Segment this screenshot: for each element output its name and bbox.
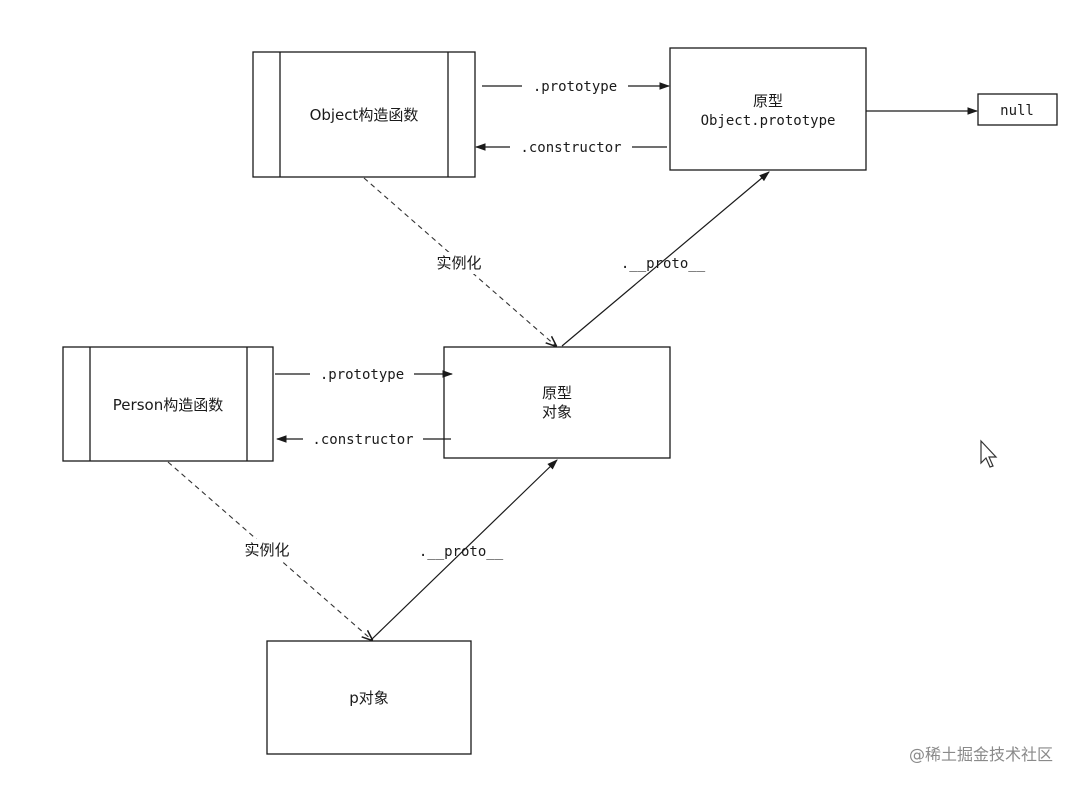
p-proto-chain-label: .__proto__ xyxy=(419,544,504,560)
person-constructor-label: Person构造函数 xyxy=(113,396,223,414)
object-constructor-node: Object构造函数 xyxy=(252,51,476,178)
object-prototype-node: 原型 Object.prototype xyxy=(669,47,867,171)
object-prototype-subtitle: Object.prototype xyxy=(701,113,836,129)
p-proto-chain-arrow xyxy=(370,459,558,641)
object-prototype-title: 原型 xyxy=(753,92,783,110)
person-instantiate-label: 实例化 xyxy=(244,541,289,559)
p-object-node: p对象 xyxy=(266,640,472,755)
object-prototype-edge-label: .prototype xyxy=(533,79,617,95)
mouse-cursor-icon xyxy=(980,439,998,468)
object-instantiate-label: 实例化 xyxy=(436,254,481,272)
p-object-label: p对象 xyxy=(349,689,389,707)
person-prototype-node: 原型 对象 xyxy=(443,346,671,459)
null-node: null xyxy=(977,93,1058,126)
person-prototype-edge-label: .prototype xyxy=(320,367,404,383)
person-constructor-edge-label: .constructor xyxy=(312,432,413,448)
null-label: null xyxy=(1000,103,1034,119)
person-prototype-title: 原型 xyxy=(542,384,572,402)
object-constructor-edge-label: .constructor xyxy=(520,140,621,156)
person-proto-chain-label: .__proto__ xyxy=(621,256,706,272)
watermark-text: @稀土掘金技术社区 xyxy=(909,745,1053,764)
person-proto-chain-arrow xyxy=(561,171,770,347)
person-prototype-subtitle: 对象 xyxy=(542,403,572,421)
person-constructor-node: Person构造函数 xyxy=(62,346,274,462)
object-constructor-label: Object构造函数 xyxy=(310,106,419,124)
